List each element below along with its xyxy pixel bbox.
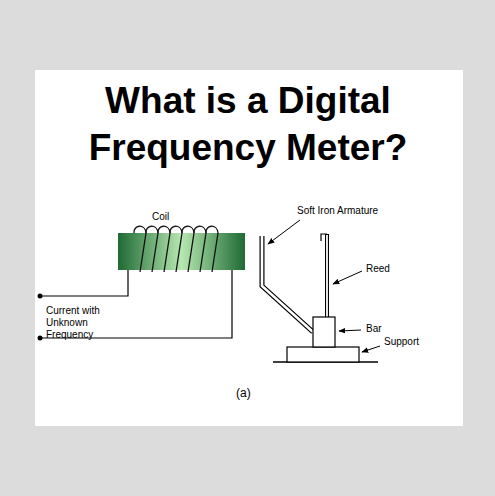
part-label: Reed	[366, 263, 390, 275]
support-block	[287, 347, 359, 362]
reed-tip	[321, 234, 327, 241]
armature-fill	[262, 236, 313, 332]
leader-arrows	[268, 220, 380, 352]
title-heading: What is a Digital Frequency Meter?	[57, 77, 439, 171]
part-label: Support	[384, 336, 419, 348]
coil-windings	[134, 226, 218, 272]
part-label: Bar	[366, 323, 382, 335]
terminal	[38, 294, 43, 299]
part-label: Coil	[152, 211, 169, 223]
figure-label: (a)	[236, 386, 251, 400]
reed-fill	[326, 235, 328, 318]
signal-label: Current with Unknown Frequency	[46, 305, 136, 341]
terminal	[38, 336, 43, 341]
part-label: Soft Iron Armature	[297, 205, 378, 217]
bar-block	[313, 317, 335, 347]
panel	[35, 70, 463, 426]
armature-outline	[262, 236, 313, 332]
reed-outline	[325, 234, 329, 318]
